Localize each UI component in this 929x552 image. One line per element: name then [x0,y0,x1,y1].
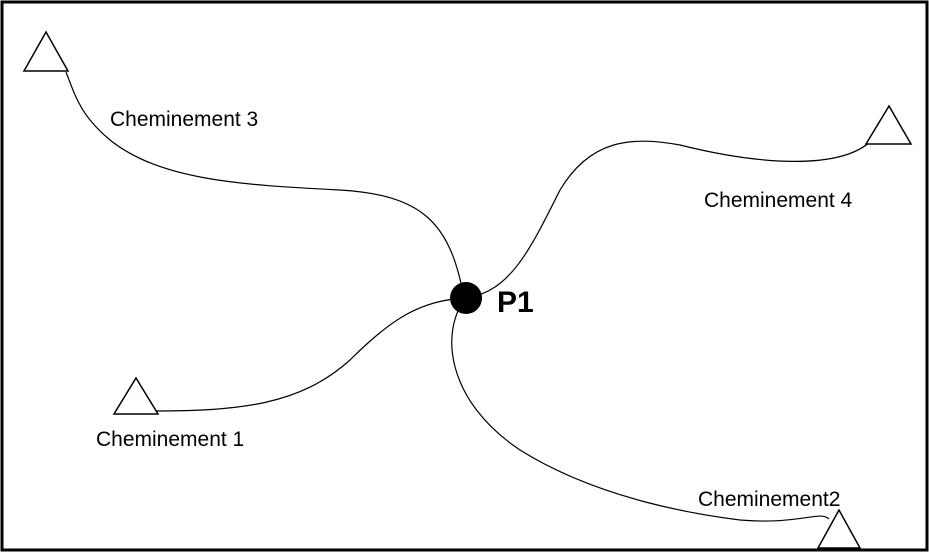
junction-p1-icon [450,282,482,314]
traverse-label-3: Cheminement 3 [110,108,258,131]
traverse-1-path [151,297,467,412]
traverse-label-2: Cheminement2 [698,488,840,511]
traverse-2-path [451,297,830,522]
traverse-3-path [65,71,465,299]
traverse-label-1: Cheminement 1 [96,428,244,451]
traverse-4-path [465,140,872,299]
station-triangle-4-icon [864,104,913,145]
station-triangle-3-icon [22,30,70,72]
station-triangle-2-icon [816,508,862,549]
station-triangle-1-icon [112,376,160,415]
junction-label: P1 [497,286,534,319]
traverse-label-4: Cheminement 4 [704,189,853,212]
